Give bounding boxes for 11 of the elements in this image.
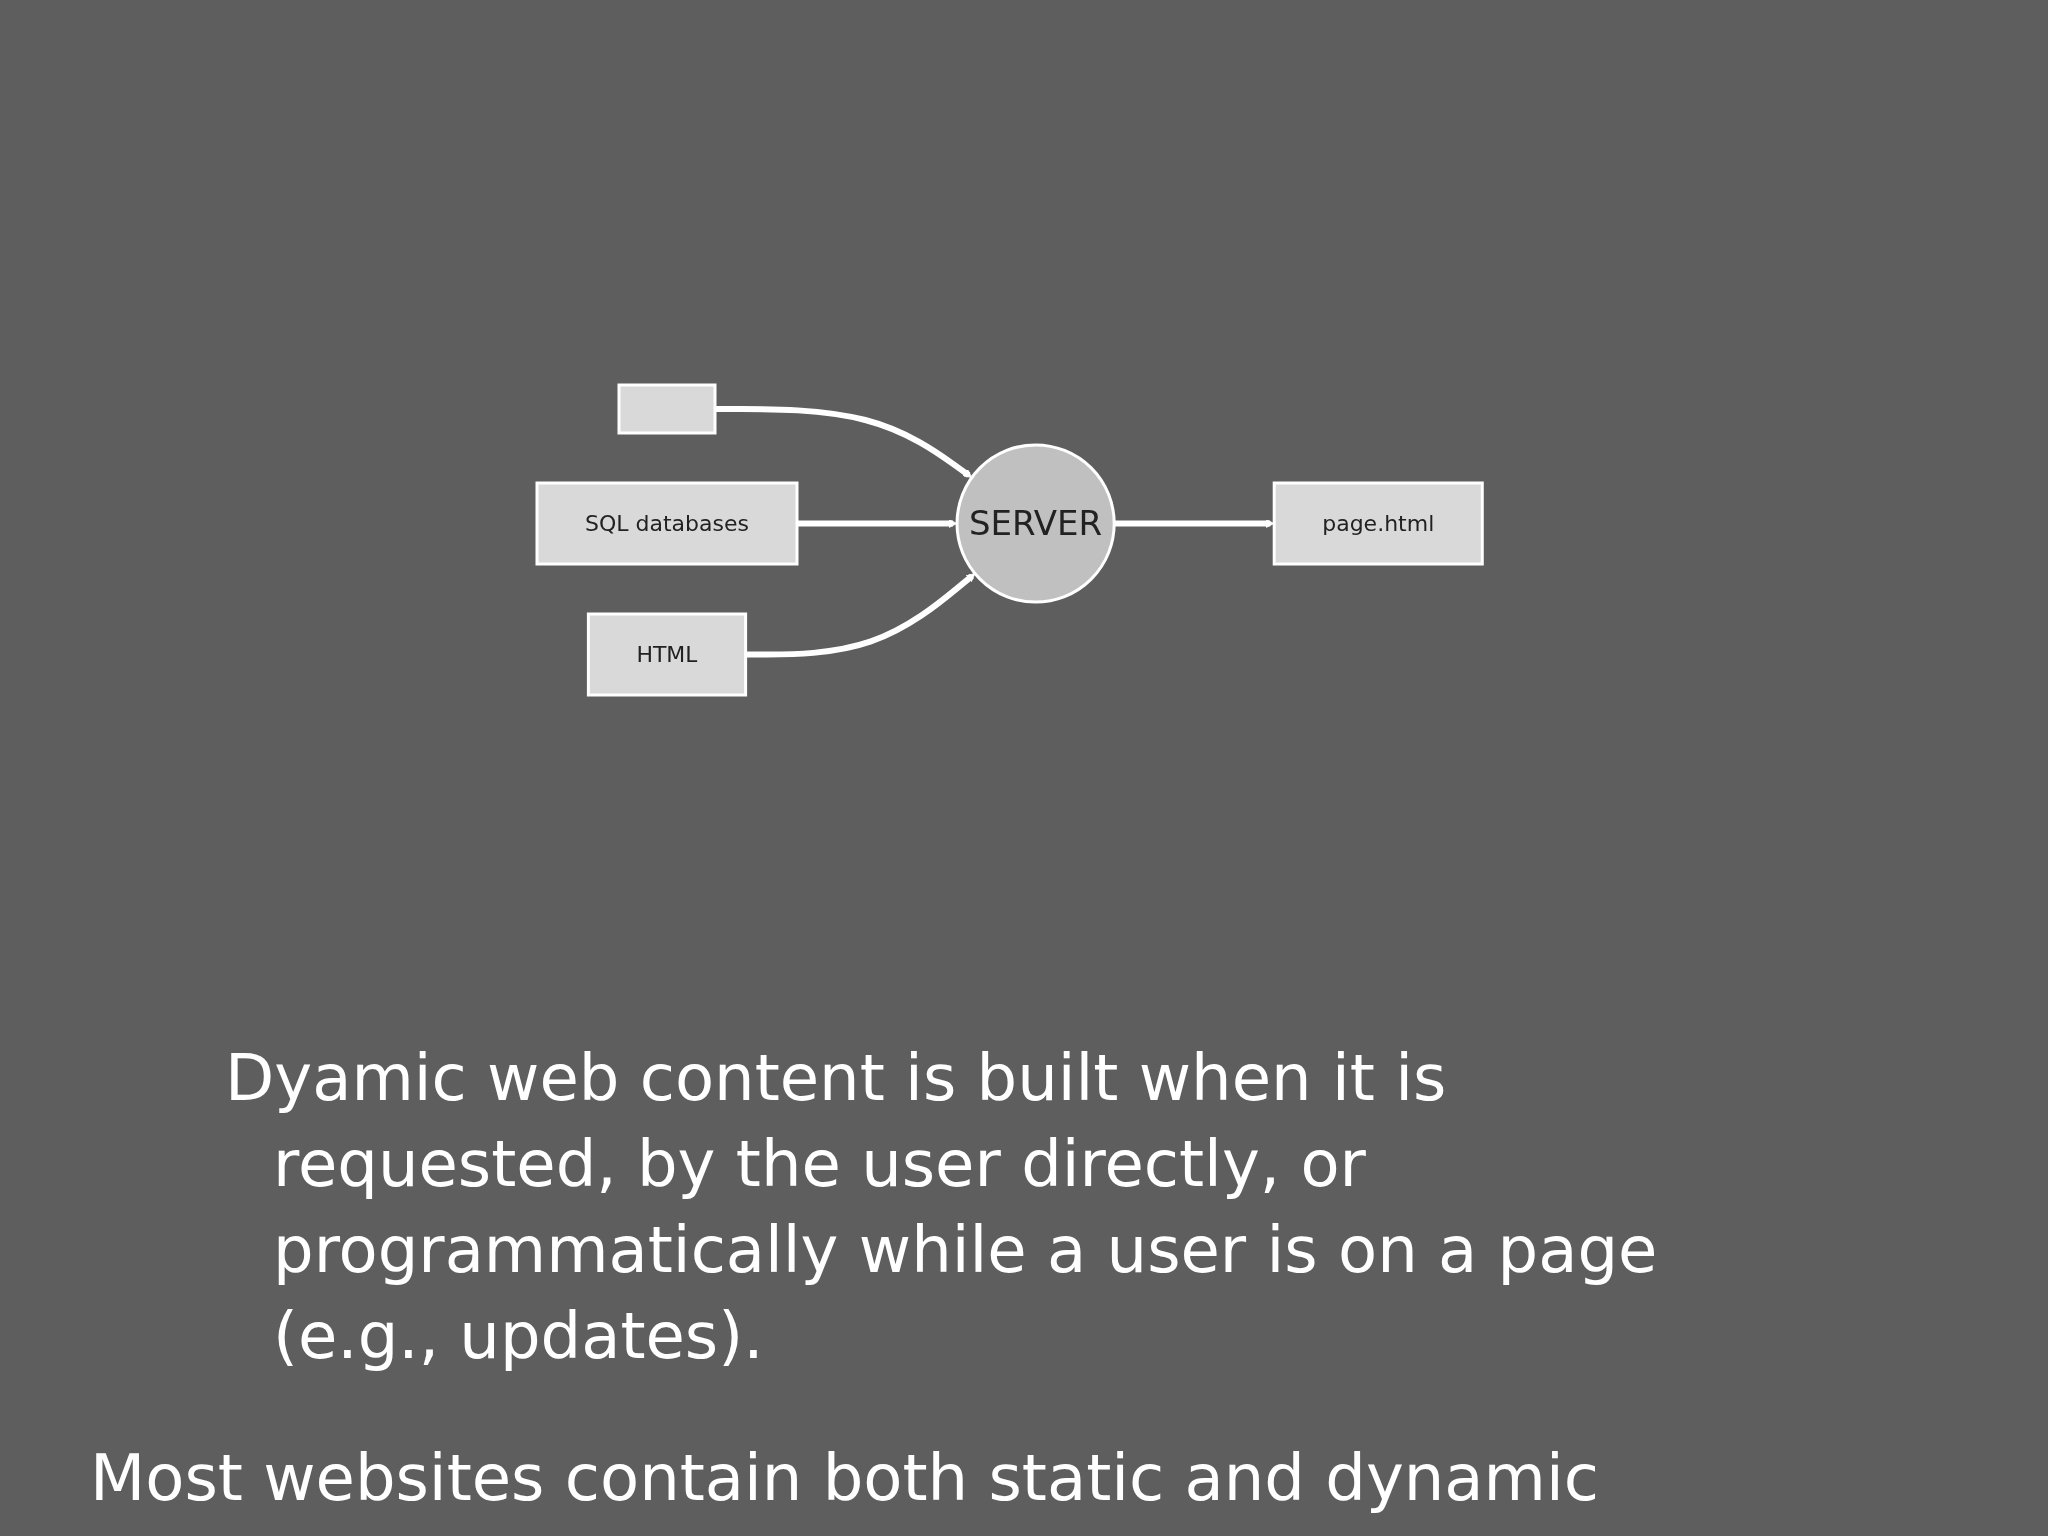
arrow: [715, 406, 973, 478]
node-circle: SERVER: [955, 443, 1117, 604]
body-text: Dyamic web content is built when it is requested, by the user directly, or programmatically while a user is on a page (e.g., updates).: [225, 1040, 1659, 1375]
arrow: [797, 519, 958, 528]
node-box: SQL databases: [535, 481, 799, 566]
arrow: [1114, 519, 1275, 528]
node-box: [617, 383, 717, 435]
arrow: [746, 573, 976, 658]
node-box: page.html: [1273, 481, 1485, 566]
body-text: Most websites contain both static and dynamic: [90, 1440, 1600, 1517]
node-box: HTML: [587, 612, 748, 697]
